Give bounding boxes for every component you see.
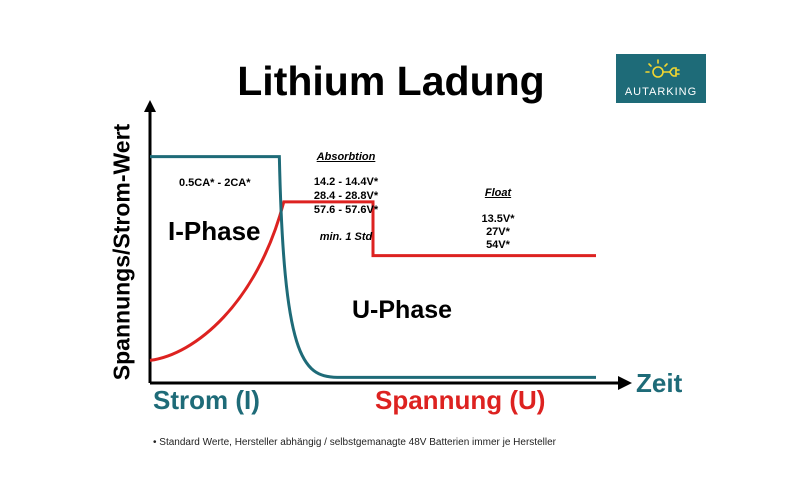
logo-text: AUTARKING [624, 86, 698, 98]
u-phase-label: U-Phase [352, 296, 453, 324]
y-axis-label: Spannungs/Strom-Wert [108, 123, 135, 381]
autarking-logo: AUTARKING [616, 54, 706, 103]
float-value-48v: 54V* [486, 239, 510, 251]
absorption-value-48v: 57.6 - 57.6V* [313, 204, 379, 216]
series-spannung-line [149, 200, 596, 362]
sun-plug-icon [645, 59, 680, 78]
absorption-value-12v: 14.2 - 14.4V* [313, 176, 379, 188]
float-values: 13.5V* 27V* 54V* [481, 213, 514, 252]
i-phase-current-annotation: 0.5CA* - 2CA* [179, 177, 251, 189]
legend-strom: Strom (I) [153, 385, 260, 415]
float-value-24v: 27V* [486, 226, 510, 238]
x-axis-arrow [618, 376, 632, 390]
x-axis-label: Zeit [636, 368, 683, 398]
footnote: • Standard Werte, Hersteller abhängig / … [153, 437, 556, 448]
chart-title: Lithium Ladung [237, 58, 545, 104]
float-value-12v: 13.5V* [481, 213, 515, 225]
float-title: Float [484, 187, 512, 199]
series-strom-line [150, 155, 596, 379]
y-axis-arrow [144, 100, 156, 112]
legend-spannung: Spannung (U) [375, 385, 546, 415]
i-phase-label: I-Phase [168, 216, 261, 246]
absorption-values: 14.2 - 14.4V* 28.4 - 28.8V* 57.6 - 57.6V… [314, 175, 378, 217]
absorption-value-24v: 28.4 - 28.8V* [313, 190, 379, 202]
absorption-title: Absorbtion [316, 151, 376, 163]
absorption-duration: min. 1 Std [319, 231, 373, 243]
